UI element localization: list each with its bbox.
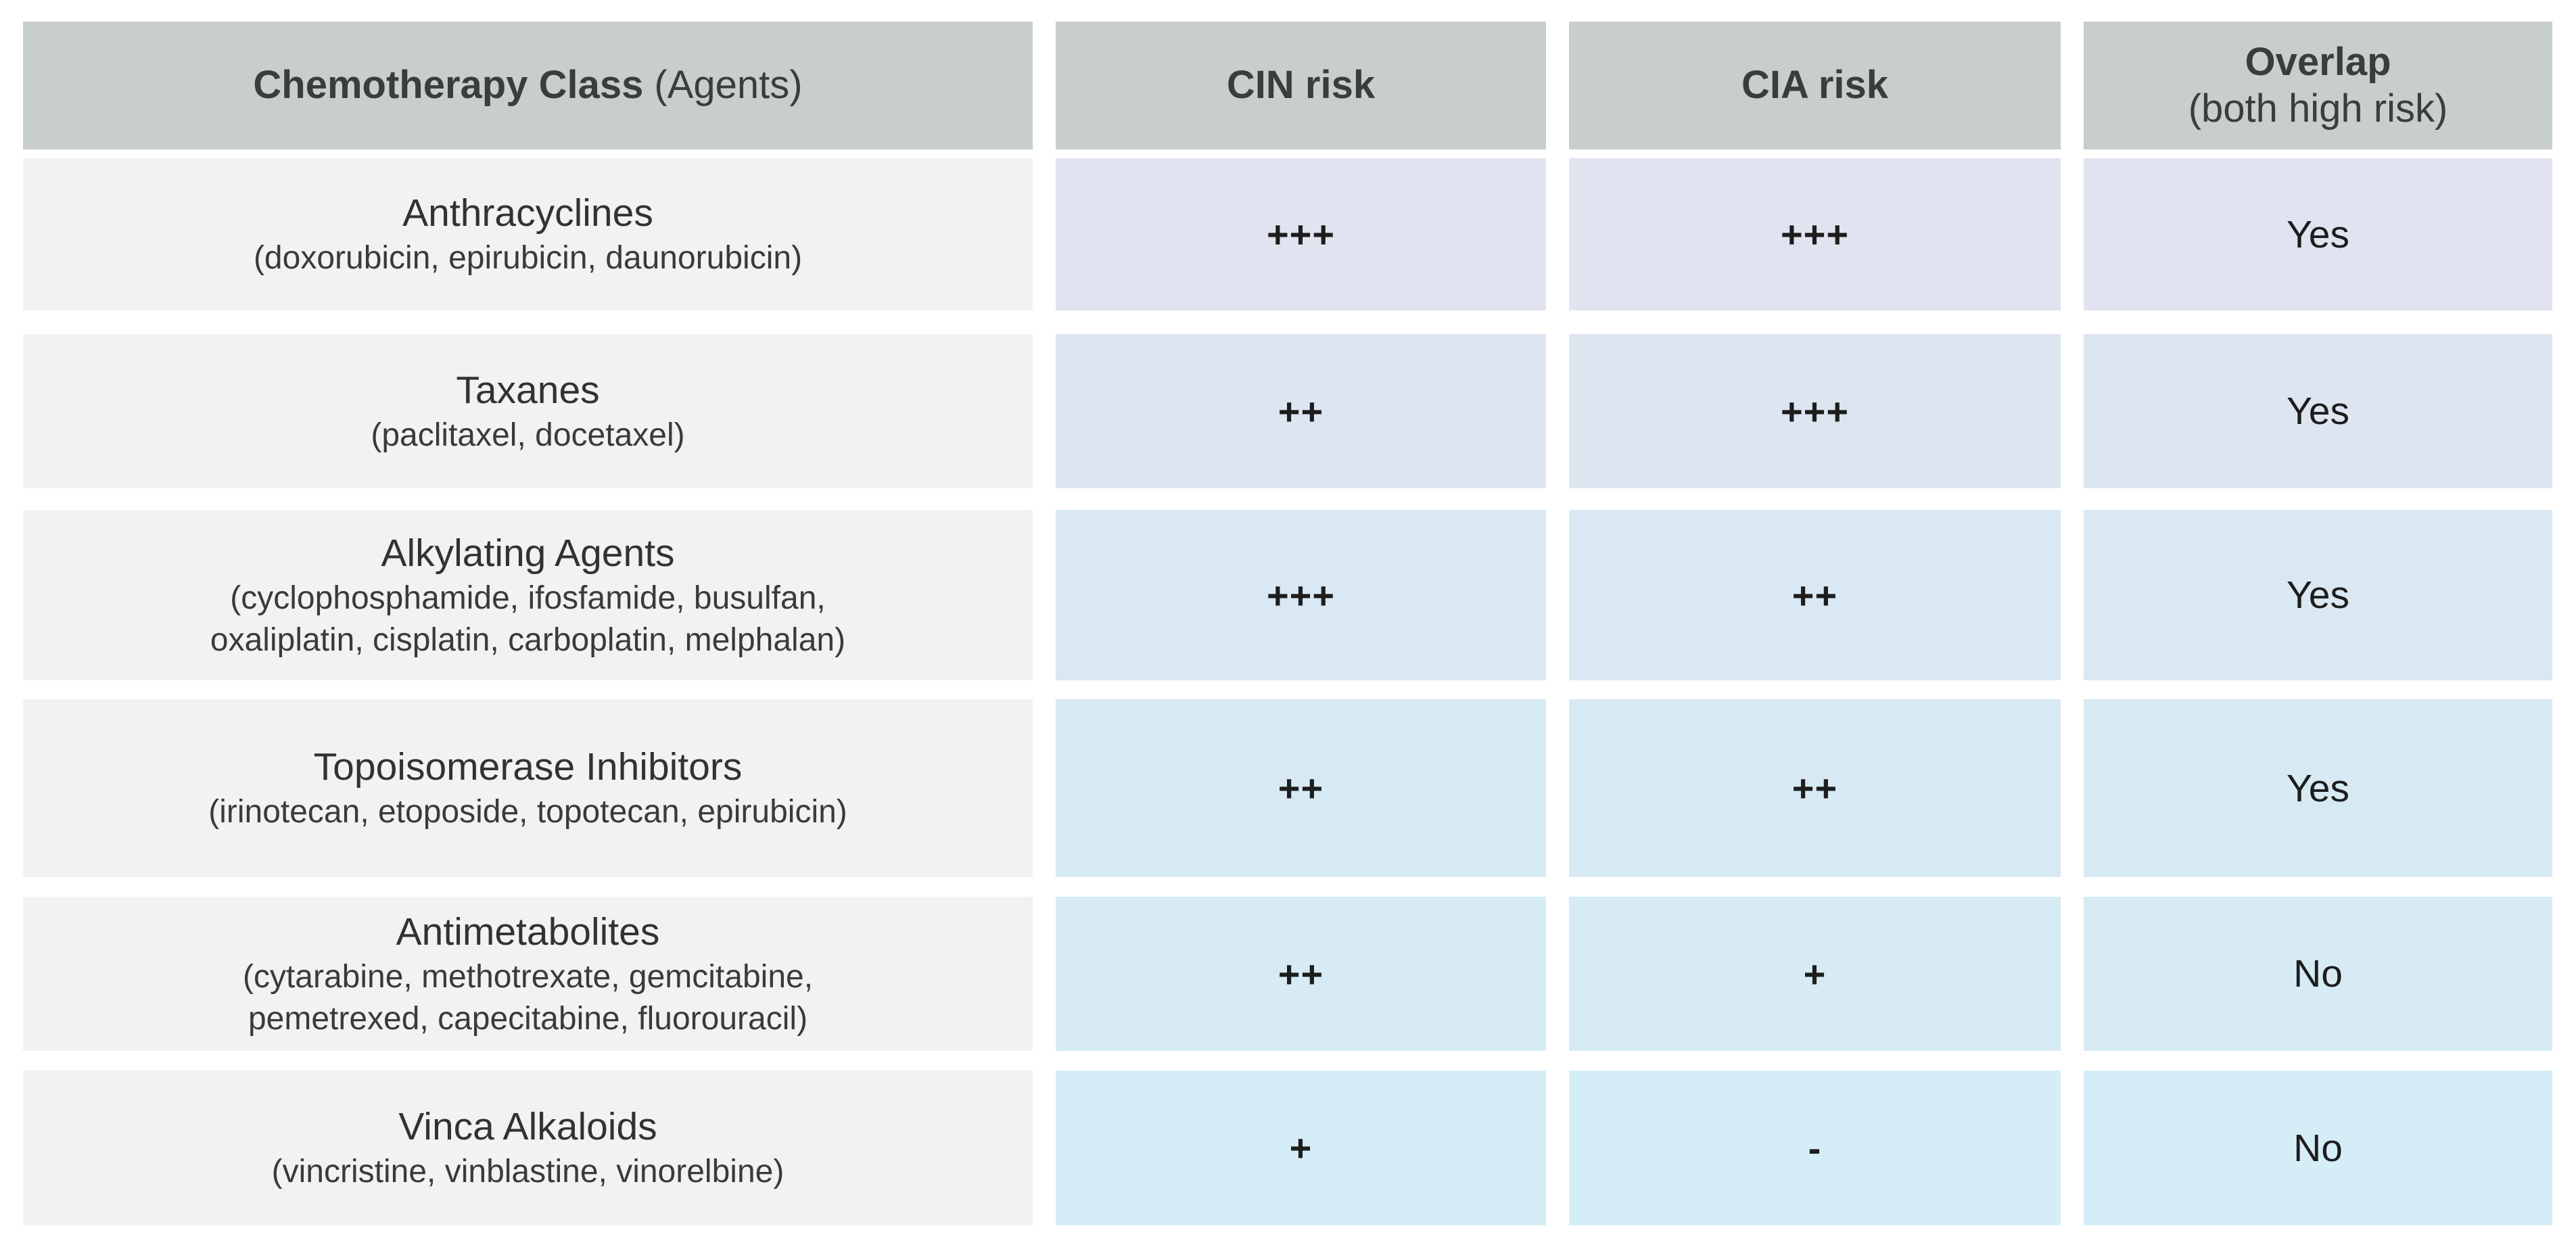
cia-risk-cell: - xyxy=(1569,1070,2061,1225)
overlap-cell: Yes xyxy=(2084,158,2552,310)
agents-list: (cytarabine, methotrexate, gemcitabine, … xyxy=(242,959,814,1037)
overlap-cell: Yes xyxy=(2084,334,2552,488)
cia-risk-cell: +++ xyxy=(1569,334,2061,488)
cia-risk-cell: +++ xyxy=(1569,158,2061,310)
class-cell: Vinca Alkaloids (vincristine, vinblastin… xyxy=(23,1070,1033,1225)
header-overlap-cell: Overlap (both high risk) xyxy=(2084,22,2552,149)
cin-risk-cell: ++ xyxy=(1056,699,1546,877)
header-overlap-label: Overlap xyxy=(2245,40,2391,85)
cia-risk-cell: ++ xyxy=(1569,699,2061,877)
agents-list: (cyclophosphamide, ifosfamide, busulfan,… xyxy=(210,580,846,658)
agents-list: (vincristine, vinblastine, vinorelbine) xyxy=(271,1154,784,1190)
header-class-label: Chemotherapy Class xyxy=(253,63,644,108)
cin-risk-value: ++ xyxy=(1278,767,1324,809)
overlap-cell: No xyxy=(2084,897,2552,1051)
table-row: Taxanes (paclitaxel, docetaxel) ++ +++ Y… xyxy=(23,334,2552,488)
header-cia-label: CIA risk xyxy=(1741,63,1889,108)
class-name: Alkylating Agents xyxy=(381,531,675,575)
table-row: Antimetabolites (cytarabine, methotrexat… xyxy=(23,897,2552,1051)
class-name: Antimetabolites xyxy=(396,910,660,954)
cin-risk-cell: +++ xyxy=(1056,510,1546,680)
class-name: Vinca Alkaloids xyxy=(398,1105,657,1149)
cin-risk-value: +++ xyxy=(1266,573,1336,617)
cin-risk-cell: +++ xyxy=(1056,158,1546,310)
overlap-value: No xyxy=(2293,952,2343,995)
cin-risk-value: + xyxy=(1289,1127,1313,1169)
class-name: Taxanes xyxy=(456,368,600,412)
cin-risk-cell: ++ xyxy=(1056,334,1546,488)
overlap-value: Yes xyxy=(2287,390,2349,433)
cia-risk-cell: ++ xyxy=(1569,510,2061,680)
header-cin-label: CIN risk xyxy=(1226,63,1376,108)
agents-list: (paclitaxel, docetaxel) xyxy=(371,417,685,453)
class-cell: Antimetabolites (cytarabine, methotrexat… xyxy=(23,897,1033,1051)
table-header-row: Chemotherapy Class (Agents) CIN risk CIA… xyxy=(23,22,2552,149)
table-row: Vinca Alkaloids (vincristine, vinblastin… xyxy=(23,1070,2552,1225)
overlap-cell: No xyxy=(2084,1070,2552,1225)
overlap-value: No xyxy=(2293,1126,2343,1170)
cin-risk-value: ++ xyxy=(1278,390,1324,433)
risk-table: Chemotherapy Class (Agents) CIN risk CIA… xyxy=(23,22,2552,1225)
cia-risk-value: ++ xyxy=(1792,767,1838,809)
cin-risk-value: ++ xyxy=(1278,952,1324,995)
agents-list: (irinotecan, etoposide, topotecan, epiru… xyxy=(208,794,847,830)
class-cell: Alkylating Agents (cyclophosphamide, ifo… xyxy=(23,510,1033,680)
header-class-cell: Chemotherapy Class (Agents) xyxy=(23,22,1033,149)
table-row: Alkylating Agents (cyclophosphamide, ifo… xyxy=(23,510,2552,680)
header-cin-cell: CIN risk xyxy=(1056,22,1546,149)
overlap-value: Yes xyxy=(2287,573,2349,617)
class-cell: Taxanes (paclitaxel, docetaxel) xyxy=(23,334,1033,488)
overlap-value: Yes xyxy=(2287,212,2349,256)
header-class-label-group: Chemotherapy Class (Agents) xyxy=(253,62,802,108)
cia-risk-value: ++ xyxy=(1792,573,1838,617)
cin-risk-value: +++ xyxy=(1266,213,1336,256)
class-name: Topoisomerase Inhibitors xyxy=(313,745,743,789)
table-row: Anthracyclines (doxorubicin, epirubicin,… xyxy=(23,158,2552,310)
header-overlap-sub-label: (both high risk) xyxy=(2188,86,2448,131)
class-cell: Topoisomerase Inhibitors (irinotecan, et… xyxy=(23,699,1033,877)
header-cia-cell: CIA risk xyxy=(1569,22,2061,149)
overlap-cell: Yes xyxy=(2084,510,2552,680)
cia-risk-value: + xyxy=(1803,952,1827,995)
table-row: Topoisomerase Inhibitors (irinotecan, et… xyxy=(23,699,2552,877)
agents-list: (doxorubicin, epirubicin, daunorubicin) xyxy=(253,240,803,277)
class-cell: Anthracyclines (doxorubicin, epirubicin,… xyxy=(23,158,1033,310)
cin-risk-cell: ++ xyxy=(1056,897,1546,1051)
overlap-value: Yes xyxy=(2287,766,2349,810)
cia-risk-value: +++ xyxy=(1780,390,1850,433)
overlap-cell: Yes xyxy=(2084,699,2552,877)
cia-risk-value: +++ xyxy=(1780,213,1850,256)
cia-risk-value: - xyxy=(1808,1127,1822,1169)
class-name: Anthracyclines xyxy=(402,191,653,235)
cin-risk-cell: + xyxy=(1056,1070,1546,1225)
cia-risk-cell: + xyxy=(1569,897,2061,1051)
header-class-sub-label: (Agents) xyxy=(654,63,803,108)
